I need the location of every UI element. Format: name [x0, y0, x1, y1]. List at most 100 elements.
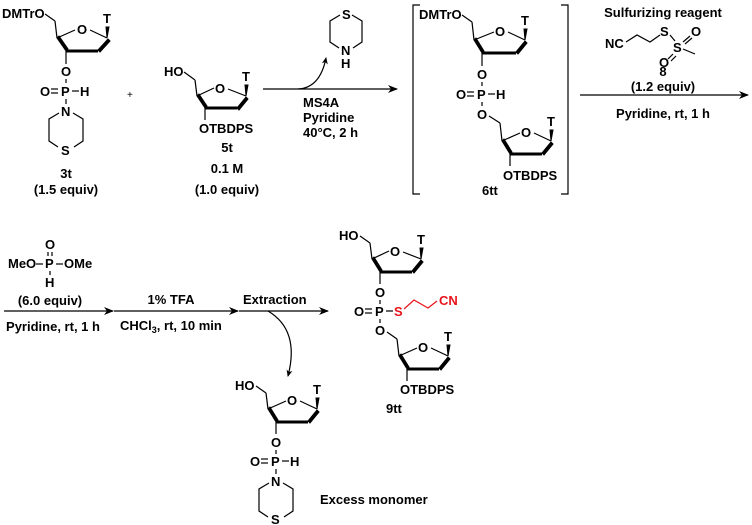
base-t-label: T [103, 11, 111, 26]
compound-id: 9tt [386, 401, 403, 416]
compound-id: 3t [60, 166, 72, 181]
wedge-bond [541, 141, 554, 156]
ring-bond [329, 14, 341, 49]
n-label: N [61, 104, 70, 119]
compound-5t: HO O T OTBDPS 5t 0.1 M (1.0 equiv) [164, 64, 259, 197]
otbdps-label: OTBDPS [199, 121, 254, 136]
equiv-label: (1.5 equiv) [34, 182, 98, 197]
bond [359, 235, 371, 244]
o-label: O [691, 24, 701, 39]
bond [533, 132, 552, 142]
ring-o-label: O [521, 125, 531, 140]
otbdps-label: OTBDPS [503, 168, 558, 183]
bond [89, 29, 108, 39]
bond [265, 392, 269, 410]
p-oxo-label: O [354, 304, 364, 319]
bond [471, 21, 475, 41]
ring-bond [351, 14, 363, 49]
ring-o-label: O [495, 24, 505, 39]
h-label: H [341, 56, 350, 71]
s-label: S [342, 7, 351, 22]
ring-o-label: O [215, 81, 225, 96]
wedge-bond [411, 259, 424, 274]
bond [430, 347, 449, 357]
o3-label: O [375, 285, 385, 300]
compound-9tt: HO O T O O P S CN O O T OTBDPS 9 [339, 228, 458, 416]
ring-bond [282, 482, 294, 518]
s-label: S [271, 512, 280, 525]
compound-id: 6tt [482, 183, 499, 198]
condition-line: MS4A [303, 95, 340, 110]
o3-label: O [271, 435, 281, 450]
h-label: H [45, 275, 54, 290]
reagent-label: 1% TFA [148, 292, 196, 307]
ho-label: HO [339, 228, 359, 243]
condition-line: 40°C, 2 h [303, 125, 358, 140]
s-label: S [61, 143, 70, 158]
plus-sign: + [127, 90, 133, 101]
compound-6tt: DMTrO O T O O P H O O T OTBDPS 6tt [412, 4, 569, 198]
concentration-label: 0.1 M [211, 161, 244, 176]
bond [44, 13, 56, 22]
wedge-bond [97, 38, 111, 53]
wedge-bond [501, 138, 513, 155]
wedge-bond [315, 397, 320, 410]
bond [183, 71, 196, 81]
ring-o-label: O [390, 244, 400, 259]
bond [488, 115, 501, 124]
condition-line: Pyridine [303, 110, 354, 125]
p-oxo-label: O [456, 87, 466, 102]
double-bond [667, 53, 674, 60]
o3-label: O [61, 64, 71, 79]
dmtro-label: DMTrO [419, 7, 462, 22]
base-t-label: T [242, 69, 250, 84]
ring-bond [72, 112, 84, 148]
s-label: S [660, 24, 669, 39]
cyanoethyl-chain-bond [403, 299, 438, 310]
wedge-bond [244, 84, 249, 97]
chain-bond [625, 34, 661, 43]
double-bond [670, 55, 677, 62]
methyl-bond [682, 48, 696, 55]
step3: O MeO P OMe H (6.0 equiv) Pyridine, rt, … [4, 237, 114, 334]
bond [499, 122, 503, 142]
bond [398, 347, 418, 357]
dmtro-label: DMTrO [2, 6, 45, 21]
h-label: H [496, 87, 505, 102]
p-label: P [375, 304, 384, 319]
ring-bond [48, 112, 60, 148]
n-label: N [271, 474, 280, 489]
wedge-bond [307, 409, 320, 424]
n-label: N [341, 43, 350, 58]
left-bracket [412, 4, 420, 195]
base-t-label: T [521, 13, 529, 28]
bond [267, 400, 287, 410]
compound-3t: DMTrO O T O O P H N S 3t (1.5 equiv) [2, 6, 111, 197]
cn-highlight-label: CN [439, 293, 458, 308]
equiv-label: (1.0 equiv) [195, 182, 259, 197]
base-t-label: T [444, 329, 452, 344]
p-oxo-label: O [45, 237, 55, 252]
bond [54, 20, 58, 39]
wedge-bond [515, 40, 528, 55]
wedge-bond [473, 37, 485, 54]
bond [501, 132, 521, 142]
sulfurizing-reagent-title: Sulfurizing reagent [604, 5, 722, 20]
extraction-label: Extraction [243, 292, 307, 307]
wedge-bond [549, 129, 554, 142]
compound-id: 5t [221, 140, 233, 155]
h-label: H [80, 84, 89, 99]
conditions-label: Pyridine, rt, 1 h [616, 106, 710, 121]
p-oxo-label: O [40, 84, 50, 99]
bond [461, 14, 473, 23]
step2: Sulfurizing reagent NC S S O O 8 (1.2 eq… [580, 5, 749, 121]
bond [669, 34, 676, 42]
wedge-bond [196, 93, 208, 109]
wedge-bond [419, 247, 424, 260]
wedge-bond [438, 356, 451, 371]
wedge-bond [105, 26, 110, 39]
wedge-bond [398, 353, 410, 370]
p-label: P [271, 454, 280, 469]
excess-monomer-label: Excess monomer [320, 492, 428, 507]
nc-label: NC [605, 36, 624, 51]
